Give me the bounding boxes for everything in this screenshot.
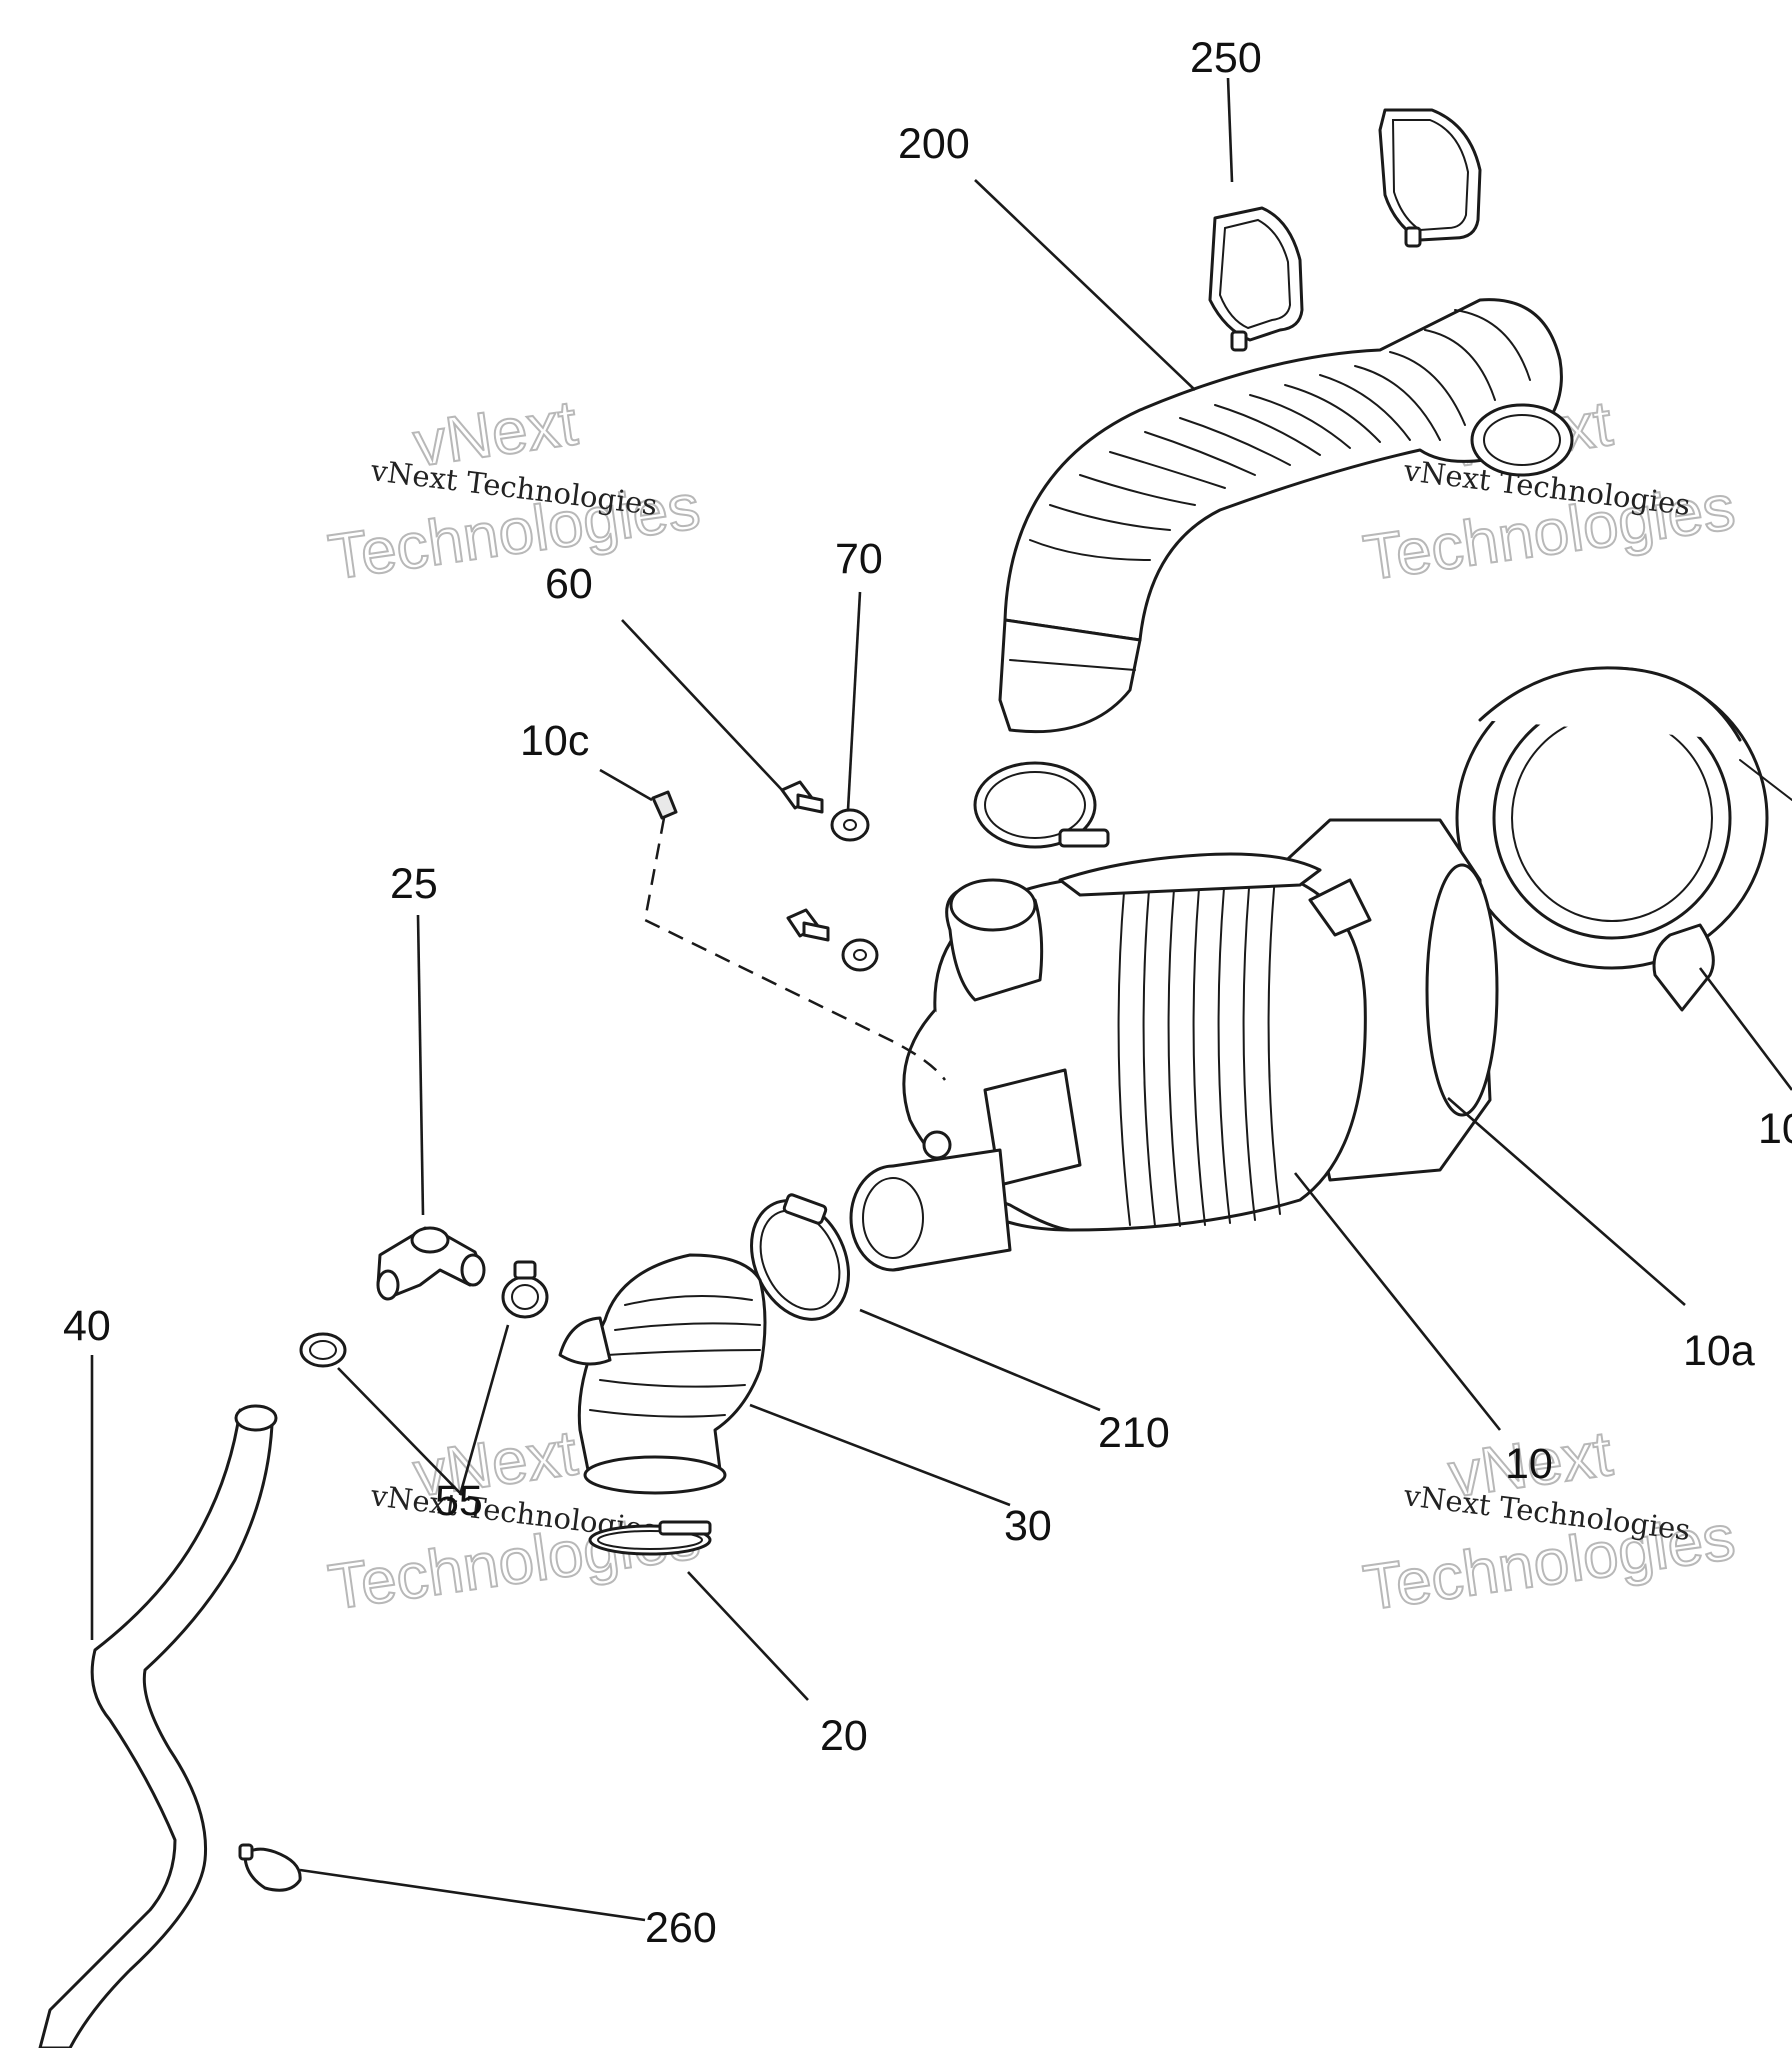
part-250-clamps xyxy=(1208,108,1482,352)
part-clamp-upper xyxy=(973,761,1110,849)
part-40-vent-hose xyxy=(38,1404,278,2048)
part-labels: 250 200 70 60 10c 25 40 10a 210 30 10 55… xyxy=(63,34,1792,1952)
label-part-55: 55 xyxy=(435,1477,483,1525)
label-part-10: 10 xyxy=(1505,1440,1553,1488)
part-55-clip-lower xyxy=(299,1332,347,1368)
label-part-10c: 10c xyxy=(520,717,589,765)
part-10a-cover-ring xyxy=(1455,666,1792,1012)
label-part-10a: 10a xyxy=(1683,1327,1755,1375)
duct-ribs xyxy=(1029,309,1531,561)
part-bolt-lower xyxy=(786,908,830,942)
part-25-elbow-fitting xyxy=(376,1226,486,1301)
label-part-25: 25 xyxy=(390,860,438,908)
housing-ribs xyxy=(1117,875,1281,1227)
part-30-adapter-boot xyxy=(558,1253,767,1495)
label-part-250: 250 xyxy=(1190,34,1262,82)
part-10-air-filter-housing xyxy=(849,818,1499,1272)
label-part-60: 60 xyxy=(545,560,593,608)
part-10c-fitting xyxy=(643,790,946,1081)
leader-lines xyxy=(90,77,1792,1922)
label-part-70: 70 xyxy=(835,535,883,583)
part-55-clip-upper xyxy=(501,1260,549,1319)
part-70-washer-upper xyxy=(830,808,870,842)
label-part-30: 30 xyxy=(1004,1502,1052,1550)
label-part-200: 200 xyxy=(898,120,970,168)
label-part-40: 40 xyxy=(63,1302,111,1350)
part-60-bolt-upper xyxy=(780,780,824,814)
part-210-hose-clamp xyxy=(750,1193,850,1321)
part-260-clip xyxy=(238,1843,302,1892)
label-part-20: 20 xyxy=(820,1712,868,1760)
part-200-intake-duct xyxy=(998,298,1574,734)
label-part-210: 210 xyxy=(1098,1409,1170,1457)
label-part-10-right: 10 xyxy=(1758,1105,1792,1153)
part-washer-lower xyxy=(841,938,879,972)
label-part-260: 260 xyxy=(645,1904,717,1952)
part-20-clamp xyxy=(588,1520,712,1556)
